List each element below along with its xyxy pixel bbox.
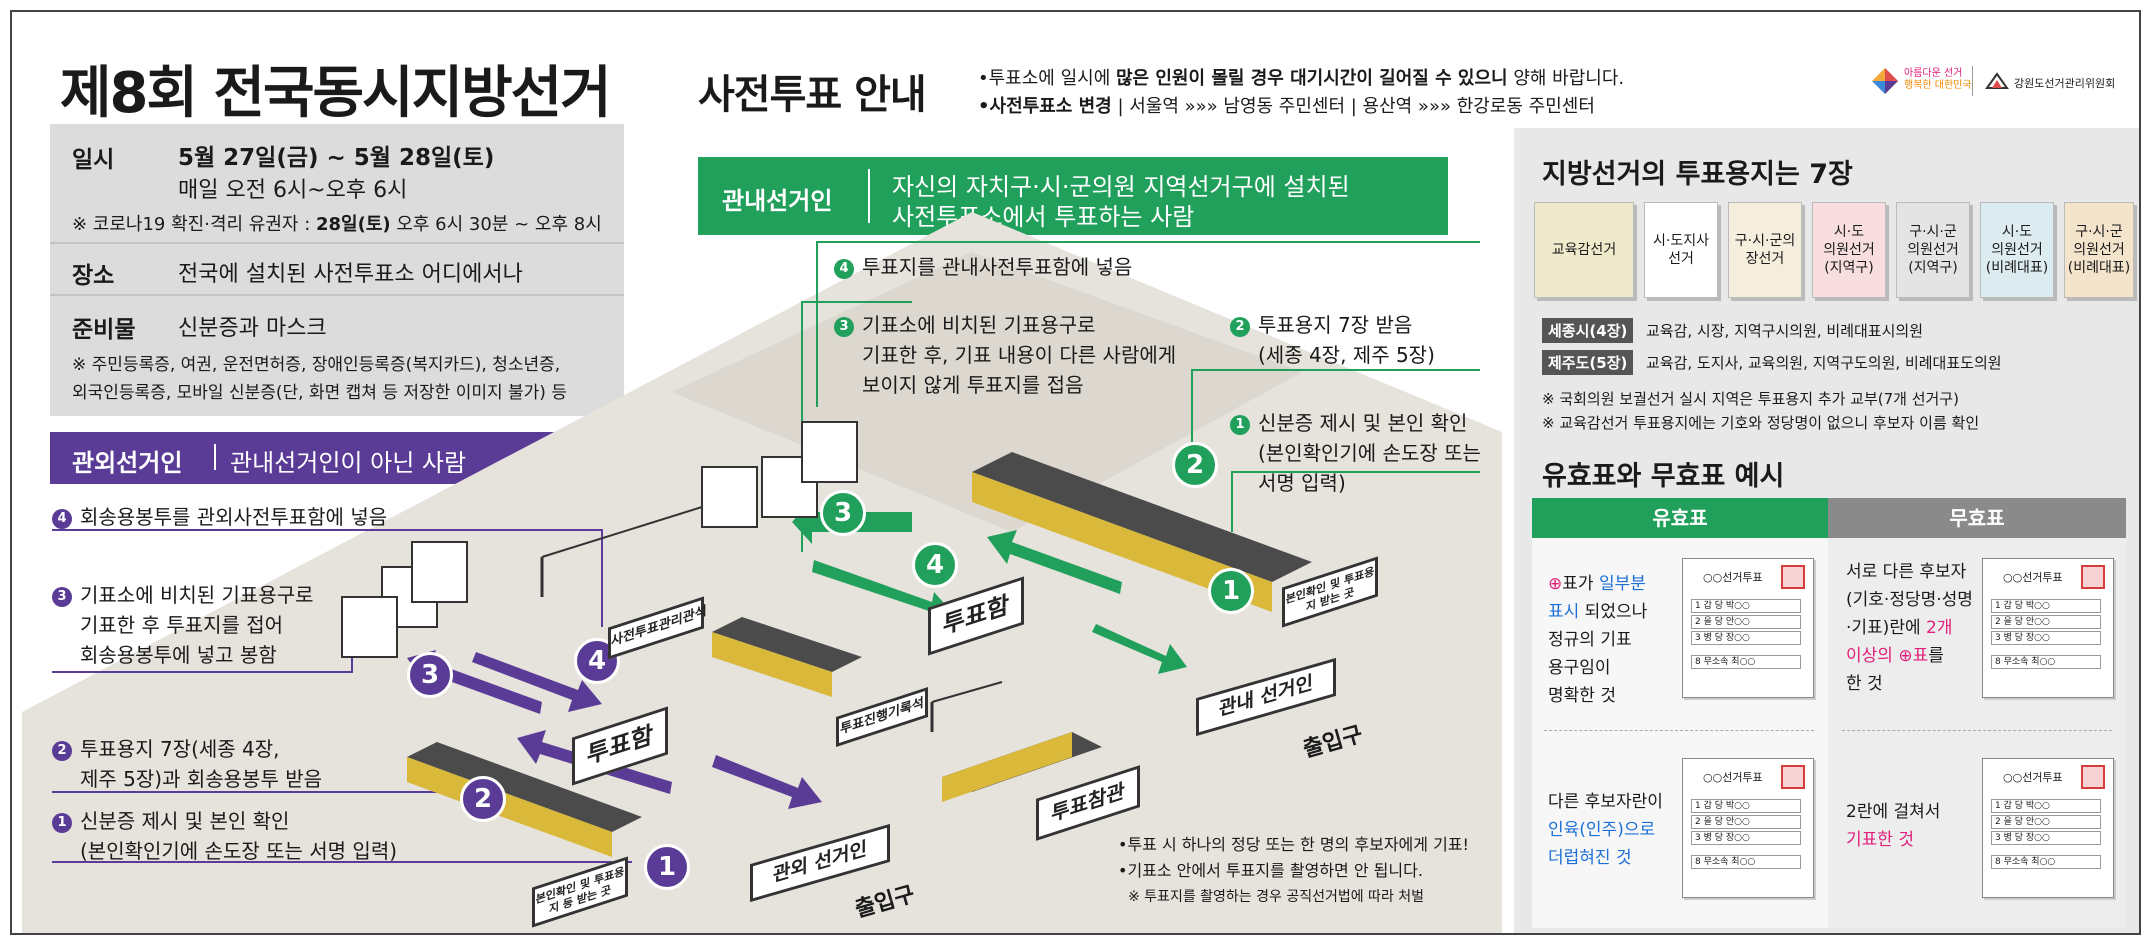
valid-example-2-text: 다른 후보자란이 인육(인주)으로 더럽혀진 것	[1548, 792, 1663, 868]
outside-step-1-marker: 1	[644, 844, 690, 890]
date-time: 매일 오전 6시~오후 6시	[178, 178, 408, 203]
stamp-icon	[2081, 565, 2105, 589]
section-title: 사전투표 안내	[698, 72, 927, 118]
inside-voter-bar: 관내선거인 자신의 자치구·시·군의원 지역선거구에 설치된 사전투표소에서 투…	[698, 157, 1448, 235]
valid-example-1-text: ⊕표가 일부분 표시 되었으나 정규의 기표 용구임이 명확한 것	[1548, 574, 1648, 706]
inside-bar-title: 관내선거인	[722, 187, 833, 215]
covid-note: ※ 코로나19 확진·격리 유권자 : 28일(토) 오후 6시 30분 ~ 오…	[72, 214, 602, 235]
outside-step-4-marker: 4	[574, 638, 620, 684]
items-note-1: ※ 주민등록증, 여권, 운전면허증, 장애인등록증(복지카드), 청소년증,	[72, 355, 561, 375]
ballot-cards: 교육감선거 시·도지사 선거 구·시·군의 장선거 시·도 의원선거 (지역구)…	[1534, 202, 2134, 302]
jeju-tag: 제주도(5장)	[1542, 350, 1634, 375]
outside-bar-desc: 관내선거인이 아닌 사람	[230, 449, 467, 477]
notice-line-1: •투표소에 일시에 많은 인원이 몰릴 경우 대기시간이 길어질 수 있으니 양…	[978, 68, 1625, 89]
items-value: 신분증과 마스크	[178, 316, 327, 341]
validity-title: 유효표와 무효표 예시	[1542, 461, 1785, 492]
inside-step-3-marker: 3	[820, 490, 866, 536]
sejong-tag: 세종시(4장)	[1542, 318, 1634, 343]
inside-step-2-marker: 2	[1172, 442, 1218, 488]
ballot-card: 시·도 의원선거 (지역구)	[1812, 202, 1886, 298]
step-number-4: 4	[834, 259, 854, 279]
bottom-note-1: •투표 시 하나의 정당 또는 한 명의 후보자에게 기표!	[1118, 835, 1469, 854]
stamp-icon	[2081, 765, 2105, 789]
inside-bar-desc-2: 사전투표소에서 투표하는 사람	[892, 203, 1195, 231]
commission-logo-icon	[1984, 68, 2010, 94]
valid-ballot-sample-1: ○○선거투표 1 갑 당 박○○ 2 을 당 안○○ 3 병 당 장○○ 8 무…	[1682, 558, 1814, 698]
step-number-3: 3	[834, 317, 854, 337]
divider	[1842, 730, 2112, 731]
outside-step-3-marker: 3	[407, 652, 453, 698]
info-box: 일시 5월 27일(금) ~ 5월 28일(토) 매일 오전 6시~오후 6시 …	[50, 124, 624, 416]
ballot-card: 구·시·군 의원선거 (지역구)	[1896, 202, 1970, 298]
divider	[1544, 730, 1814, 731]
bottom-note-3: ※ 투표지를 촬영하는 경우 공직선거법에 따라 처벌	[1128, 889, 1425, 905]
polling-hall-illustration	[22, 212, 1502, 933]
logo-divider	[1972, 66, 1973, 96]
valid-header: 유효표	[1532, 498, 1828, 538]
date-label: 일시	[72, 147, 115, 173]
items-row: 준비물 신분증과 마스크 ※ 주민등록증, 여권, 운전면허증, 장애인등록증(…	[50, 296, 624, 416]
valid-ballot-sample-2: ○○선거투표 1 갑 당 박○○ 2 을 당 안○○ 3 병 당 장○○ 8 무…	[1682, 758, 1814, 898]
date-row: 일시 5월 27일(금) ~ 5월 28일(토) 매일 오전 6시~오후 6시 …	[50, 124, 624, 244]
main-title: 제8회 전국동시지방선거	[60, 61, 612, 126]
ballot-note-2: ※ 교육감선거 투표용지에는 기호와 정당명이 없으니 후보자 이름 확인	[1542, 414, 1980, 432]
stamp-icon	[1781, 765, 1805, 789]
sejong-text: 교육감, 시장, 지역구시의원, 비례대표시의원	[1646, 322, 1924, 340]
ballot-card: 시·도지사 선거	[1644, 202, 1718, 298]
ballot-card: 구·시·군의 장선거	[1728, 202, 1802, 298]
poster-frame: 제8회 전국동시지방선거 일시 5월 27일(금) ~ 5월 28일(토) 매일…	[10, 10, 2141, 935]
step-number-3: 3	[52, 587, 72, 607]
bar-divider	[868, 169, 870, 223]
place-label: 장소	[72, 263, 115, 289]
outside-bar-title: 관외선거인	[72, 449, 183, 477]
bar-divider	[214, 444, 216, 470]
ballot-note-1: ※ 국회의원 보궐선거 실시 지역은 투표용지 추가 교부(7개 선거구)	[1542, 390, 1959, 408]
inside-step-1-marker: 1	[1208, 568, 1254, 614]
place-value: 전국에 설치된 사전투표소 어디에서나	[178, 262, 523, 287]
place-row: 장소 전국에 설치된 사전투표소 어디에서나	[50, 244, 624, 296]
ballot-card: 교육감선거	[1534, 202, 1634, 298]
invalid-ballot-sample-1: ○○선거투표 1 갑 당 박○○ 2 을 당 안○○ 3 병 당 장○○ 8 무…	[1982, 558, 2114, 698]
step-number-1: 1	[52, 813, 72, 833]
notice-line-2: •사전투표소 변경 | 서울역 »»» 남영동 주민센터 | 용산역 »»» 한…	[978, 96, 1595, 117]
invalid-header: 무효표	[1828, 498, 2126, 538]
invalid-example-2-text: 2란에 걸쳐서 기표한 것	[1846, 802, 1941, 850]
outside-step-2-marker: 2	[460, 776, 506, 822]
commission-name: 강원도선거관리위원회	[2014, 77, 2116, 90]
ballot-card: 시·도 의원선거 (비례대표)	[1980, 202, 2054, 298]
inside-step-4-marker: 4	[912, 542, 958, 588]
items-label: 준비물	[72, 317, 136, 343]
inside-bar-desc-1: 자신의 자치구·시·군의원 지역선거구에 설치된	[892, 173, 1350, 201]
step-number-1: 1	[1230, 415, 1250, 435]
invalid-ballot-sample-2: ○○선거투표 1 갑 당 박○○ 2 을 당 안○○ 3 병 당 장○○ 8 무…	[1982, 758, 2114, 898]
election-logo-icon	[1870, 66, 1900, 96]
step-number-2: 2	[1230, 317, 1250, 337]
date-value: 5월 27일(금) ~ 5월 28일(토)	[178, 145, 495, 171]
bottom-note-2: •기표소 안에서 투표지를 촬영하면 안 됩니다.	[1118, 861, 1423, 880]
ballot-card: 구·시·군 의원선거 (비례대표)	[2064, 202, 2134, 298]
items-note-2: 외국인등록증, 모바일 신분증(단, 화면 캡쳐 등 저장한 이미지 불가) 등	[72, 383, 567, 403]
step-number-2: 2	[52, 741, 72, 761]
bottom-notes: •투표 시 하나의 정당 또는 한 명의 후보자에게 기표! •기표소 안에서 …	[1118, 832, 1469, 910]
validity-box: 유효표 무효표 ⊕표가 일부분 표시 되었으나 정규의 기표 용구임이 명확한 …	[1532, 498, 2126, 928]
jeju-text: 교육감, 도지사, 교육의원, 지역구도의원, 비례대표도의원	[1646, 354, 2002, 372]
invalid-example-1-text: 서로 다른 후보자 (기호·정당명·성명 ·기표)란에 2개 이상의 ⊕표를 한…	[1846, 562, 1973, 694]
stamp-icon	[1781, 565, 1805, 589]
step-number-4: 4	[52, 509, 72, 529]
ballots-title: 지방선거의 투표용지는 7장	[1542, 159, 1853, 190]
